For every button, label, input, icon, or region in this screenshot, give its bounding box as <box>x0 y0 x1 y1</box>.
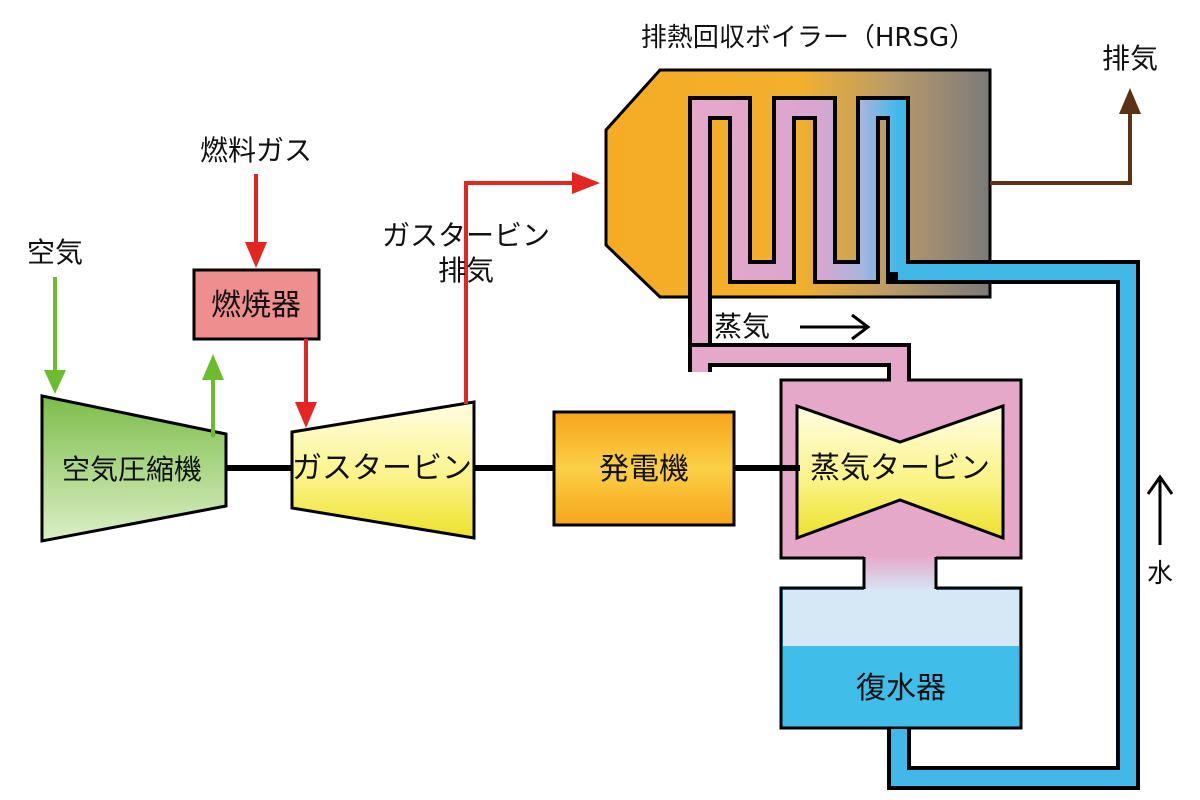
air-compressor <box>40 394 228 543</box>
steam-turbine-label: 蒸気タービン <box>810 451 990 486</box>
fuel-gas-label: 燃料ガス <box>200 134 312 167</box>
combustor-label: 燃焼器 <box>211 288 301 323</box>
hrsg-label: 排熱回収ボイラー（HRSG） <box>641 23 975 53</box>
air-label: 空気 <box>27 236 83 269</box>
gas-turbine <box>290 400 476 540</box>
water-label: 水 <box>1147 559 1173 589</box>
gt-exhaust-label-line2: 排気 <box>438 254 494 287</box>
gt-exhaust-arrow <box>464 181 576 404</box>
stack-exhaust-label: 排気 <box>1102 42 1158 75</box>
condenser-label: 復水器 <box>856 671 946 706</box>
generator-label: 発電機 <box>599 452 689 487</box>
gt-exhaust-label-line1: ガスタービン <box>382 219 550 252</box>
stack-exhaust-arrow <box>990 112 1132 185</box>
steam-label: 蒸気 <box>714 310 770 343</box>
combustor <box>192 268 321 341</box>
air-compressor-label: 空気圧縮機 <box>62 453 202 486</box>
generator <box>552 410 736 527</box>
gas-turbine-label: ガスタービン <box>292 451 472 486</box>
